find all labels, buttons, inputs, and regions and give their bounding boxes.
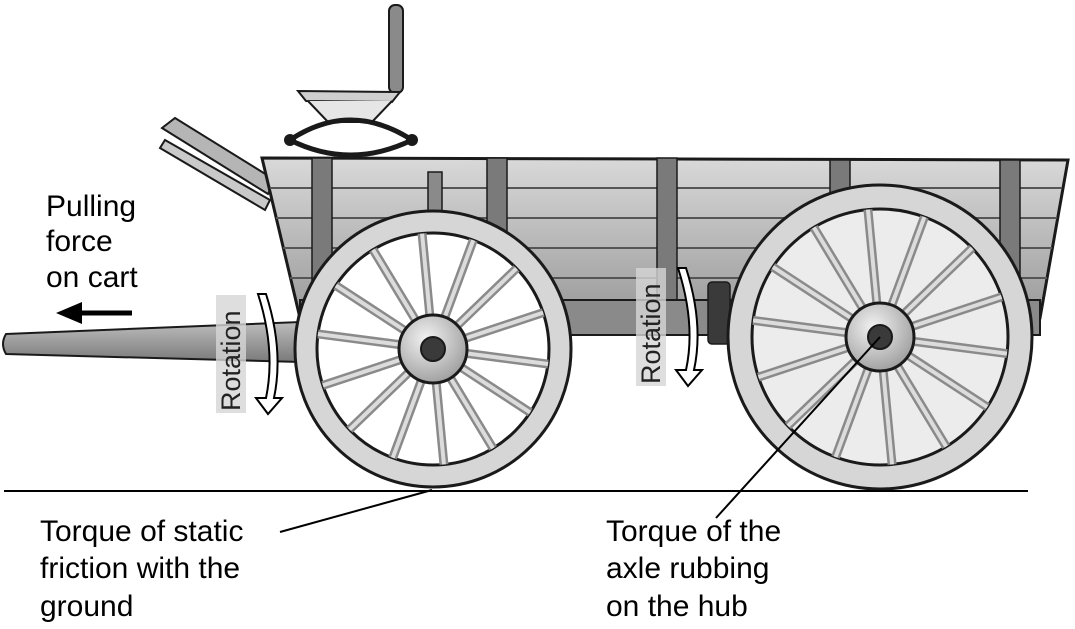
pulling-force-label-line3: on cart [46,261,138,294]
rear-wheel-spoke-highlight [771,265,856,323]
front-wheel-spoke-highlight [334,283,409,335]
static-friction-leader [279,489,433,533]
brake-lever [158,116,277,212]
static-friction-label-line1: Torque of static [40,515,243,548]
front-wheel-spoke-highlight [420,233,433,320]
front-wheel-spoke-highlight [322,356,406,388]
rear-wheel-spoke-highlight [757,344,853,380]
rotation-arrow-front [254,293,285,416]
pulling-force-label-line2: force [46,225,113,258]
rotation-label-front: Rotation [216,295,246,413]
rear-wheel-spoke-highlight [880,366,895,465]
pulling-force-label-line1: Pulling [46,190,136,223]
axle-friction-label-line2: axle rubbing [606,552,769,585]
front-wheel-spoke-highlight [433,378,446,465]
rear-wheel-spoke-highlight [865,209,880,308]
front-wheel-spoke-highlight [371,248,420,325]
rear-wheel-spoke-highlight [833,364,872,458]
static-friction-label-line3: ground [40,590,133,623]
rotation-label-rear-text: Rotation [636,283,666,384]
rear-wheel-spoke-highlight [900,246,974,318]
rotation-arrow-rear [674,267,705,388]
rear-wheel-spoke-highlight [786,356,860,428]
pulling-force-arrow [56,302,132,324]
axle-friction-label-line1: Torque of the [606,515,781,548]
rotation-label-front-text: Rotation [216,310,246,411]
rear-wheel-spoke-highlight [904,351,989,409]
rear-wheel-spoke-highlight [752,318,851,336]
rear-wheel-spoke-highlight [907,294,1003,330]
front-wheel-spoke-highlight [462,350,549,367]
front-wheel-spoke-highlight [446,373,495,450]
rear-wheel [726,183,1034,491]
front-wheel-spoke-highlight [390,376,425,459]
front-wheel-spoke-highlight [460,310,544,342]
axle-friction-leader [715,336,881,519]
front-wheel-spoke-highlight [348,368,413,431]
driver-seat [284,4,418,158]
front-wheel-spoke-highlight [453,267,518,330]
rear-wheel-spoke-highlight [888,216,927,310]
rotation-label-rear: Rotation [636,268,666,386]
rear-wheel-spoke-highlight [909,338,1008,356]
rear-wheel-spoke-highlight [893,361,948,448]
front-wheel-spoke-highlight [457,363,532,415]
cart-tongue [2,320,301,364]
front-wheel [293,209,573,489]
front-wheel-spoke-highlight [317,331,404,348]
static-friction-label-line2: friction with the [40,552,240,585]
front-wheel-spoke-highlight [441,239,476,322]
rear-wheel-spoke-highlight [812,226,867,313]
axle-friction-label-line3: on the hub [606,590,748,623]
